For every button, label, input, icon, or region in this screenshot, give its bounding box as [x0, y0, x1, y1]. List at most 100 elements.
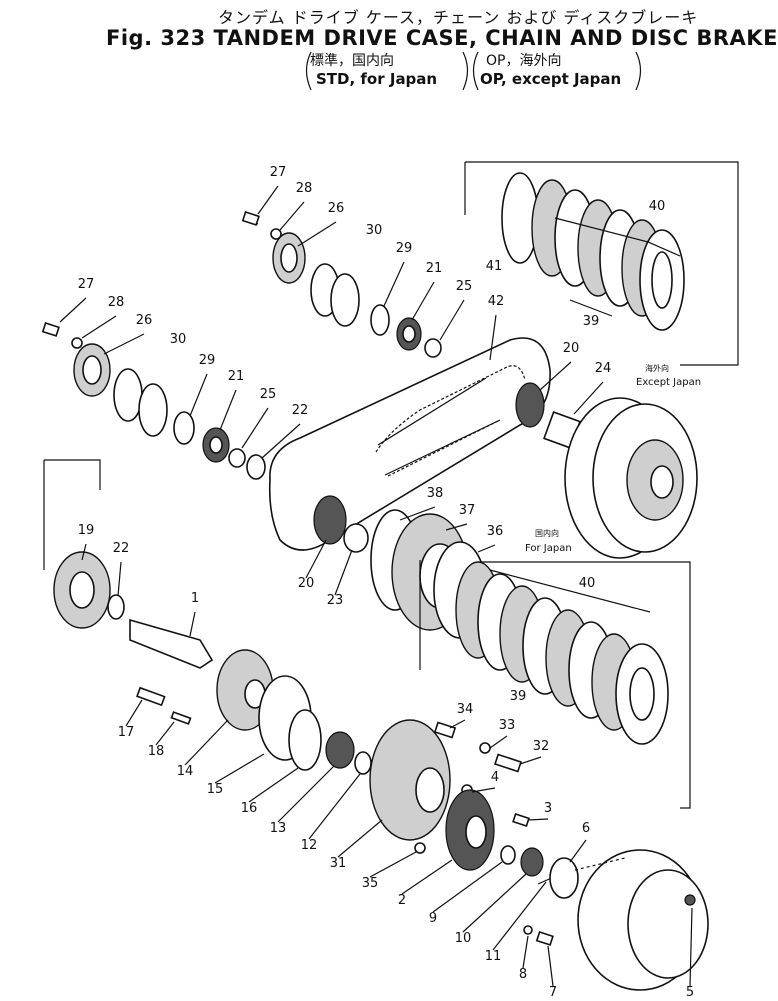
plug-35 — [414, 842, 426, 854]
callout-8: 8 — [519, 967, 527, 982]
spacer-22 — [246, 454, 266, 480]
note-except-en: Except Japan — [636, 377, 701, 388]
o-ring-16 — [288, 709, 322, 771]
spacer-22b — [107, 594, 125, 620]
bolt-34 — [433, 721, 457, 739]
callout-34: 34 — [457, 702, 474, 717]
bolt-17 — [136, 686, 166, 707]
washer-28b — [71, 337, 83, 349]
callout-32: 32 — [533, 739, 550, 754]
callout-9: 9 — [429, 911, 437, 926]
seal-12 — [354, 751, 372, 775]
callout-40: 40 — [649, 199, 666, 214]
callout-4: 4 — [491, 770, 499, 785]
nut-10 — [520, 847, 544, 877]
callout-30: 30 — [170, 332, 187, 347]
except-japan-brake-group — [464, 161, 739, 366]
callout-21: 21 — [228, 369, 245, 384]
callout-20: 20 — [298, 576, 315, 591]
fitting-3 — [512, 813, 530, 827]
callout-37: 37 — [459, 503, 476, 518]
bearing-13 — [325, 731, 355, 769]
callout-11: 11 — [485, 949, 502, 964]
washer-9 — [500, 845, 516, 865]
op-block: OP，海外向 — [486, 50, 561, 70]
callout-39: 39 — [583, 314, 600, 329]
callout-23: 23 — [327, 593, 344, 608]
callout-6: 6 — [582, 821, 590, 836]
lower-bearing-stack — [41, 322, 266, 480]
bolt-7 — [535, 931, 554, 946]
upper-bearing-stack — [241, 211, 442, 358]
callout-7: 7 — [549, 985, 557, 1000]
callout-41: 41 — [486, 259, 503, 274]
bolt-27b — [41, 322, 60, 337]
bushing-23 — [343, 523, 369, 553]
op-japanese: OP，海外向 — [486, 53, 562, 69]
note-except-jp: 海外向 — [645, 363, 669, 373]
seal-25b — [228, 448, 246, 468]
callout-1: 1 — [191, 591, 199, 606]
std-japanese: 標準，国内向 — [310, 53, 394, 69]
bolt-27 — [241, 211, 260, 226]
callout-29: 29 — [199, 353, 216, 368]
shim-30b — [113, 368, 143, 422]
seal-25 — [424, 338, 442, 358]
callout-13: 13 — [270, 821, 287, 836]
callout-25: 25 — [456, 279, 473, 294]
callout-30: 30 — [366, 223, 383, 238]
note-for-en: For Japan — [525, 543, 572, 554]
callout-18: 18 — [148, 744, 165, 759]
input-shaft-group — [43, 459, 372, 775]
callout-28: 28 — [296, 181, 313, 196]
leader-lines — [59, 185, 693, 987]
o-ring-29 — [370, 304, 390, 336]
callout-31: 31 — [330, 856, 347, 871]
cap-6 — [549, 857, 579, 899]
sprocket-20-lower — [313, 495, 347, 545]
bolt-32 — [494, 753, 522, 773]
exploded-parts-diagram: 海外向 Except Japan 国内向 For Japan 272826302… — [41, 51, 739, 1000]
shim-30c — [138, 383, 168, 437]
op-label: OP, except Japan — [480, 70, 622, 88]
callout-33: 33 — [499, 718, 516, 733]
washer-28 — [270, 228, 282, 240]
callout-22: 22 — [292, 403, 309, 418]
callout-21: 21 — [426, 261, 443, 276]
callout-26: 26 — [328, 201, 345, 216]
for-japan-brake-group — [455, 561, 669, 745]
callout-36: 36 — [487, 524, 504, 539]
washer-33 — [479, 742, 491, 754]
callout-42: 42 — [488, 294, 505, 309]
callout-12: 12 — [301, 838, 318, 853]
wheel-hub-top — [564, 397, 698, 559]
note-for-jp: 国内向 — [535, 528, 559, 538]
callout-38: 38 — [427, 486, 444, 501]
std-label: STD, for Japan — [316, 70, 438, 88]
bottom-hub-group — [369, 719, 709, 991]
callout-40: 40 — [579, 576, 596, 591]
callout-19: 19 — [78, 523, 95, 538]
shaft-1 — [129, 618, 214, 669]
title-japanese: タンデム ドライブ ケース，チェーン および ディスクブレーキ — [218, 8, 699, 27]
callout-3: 3 — [544, 801, 552, 816]
std-block: 標準，国内向 — [310, 50, 394, 70]
o-ring-29b — [173, 411, 195, 445]
callout-29: 29 — [396, 241, 413, 256]
chain-42 — [375, 365, 526, 453]
callout-26: 26 — [136, 313, 153, 328]
stud-18 — [170, 711, 192, 725]
callout-24: 24 — [595, 361, 612, 376]
callout-28: 28 — [108, 295, 125, 310]
callout-27: 27 — [270, 165, 287, 180]
sprocket-20-upper — [515, 382, 545, 428]
callout-27: 27 — [78, 277, 95, 292]
callout-25: 25 — [260, 387, 277, 402]
callout-22: 22 — [113, 541, 130, 556]
case-body — [268, 337, 551, 551]
callout-2: 2 — [398, 893, 406, 908]
callout-numbers: 2728263029212542414039272826302921252220… — [78, 165, 694, 1000]
callout-17: 17 — [118, 725, 135, 740]
callout-20: 20 — [563, 341, 580, 356]
callout-16: 16 — [241, 801, 258, 816]
